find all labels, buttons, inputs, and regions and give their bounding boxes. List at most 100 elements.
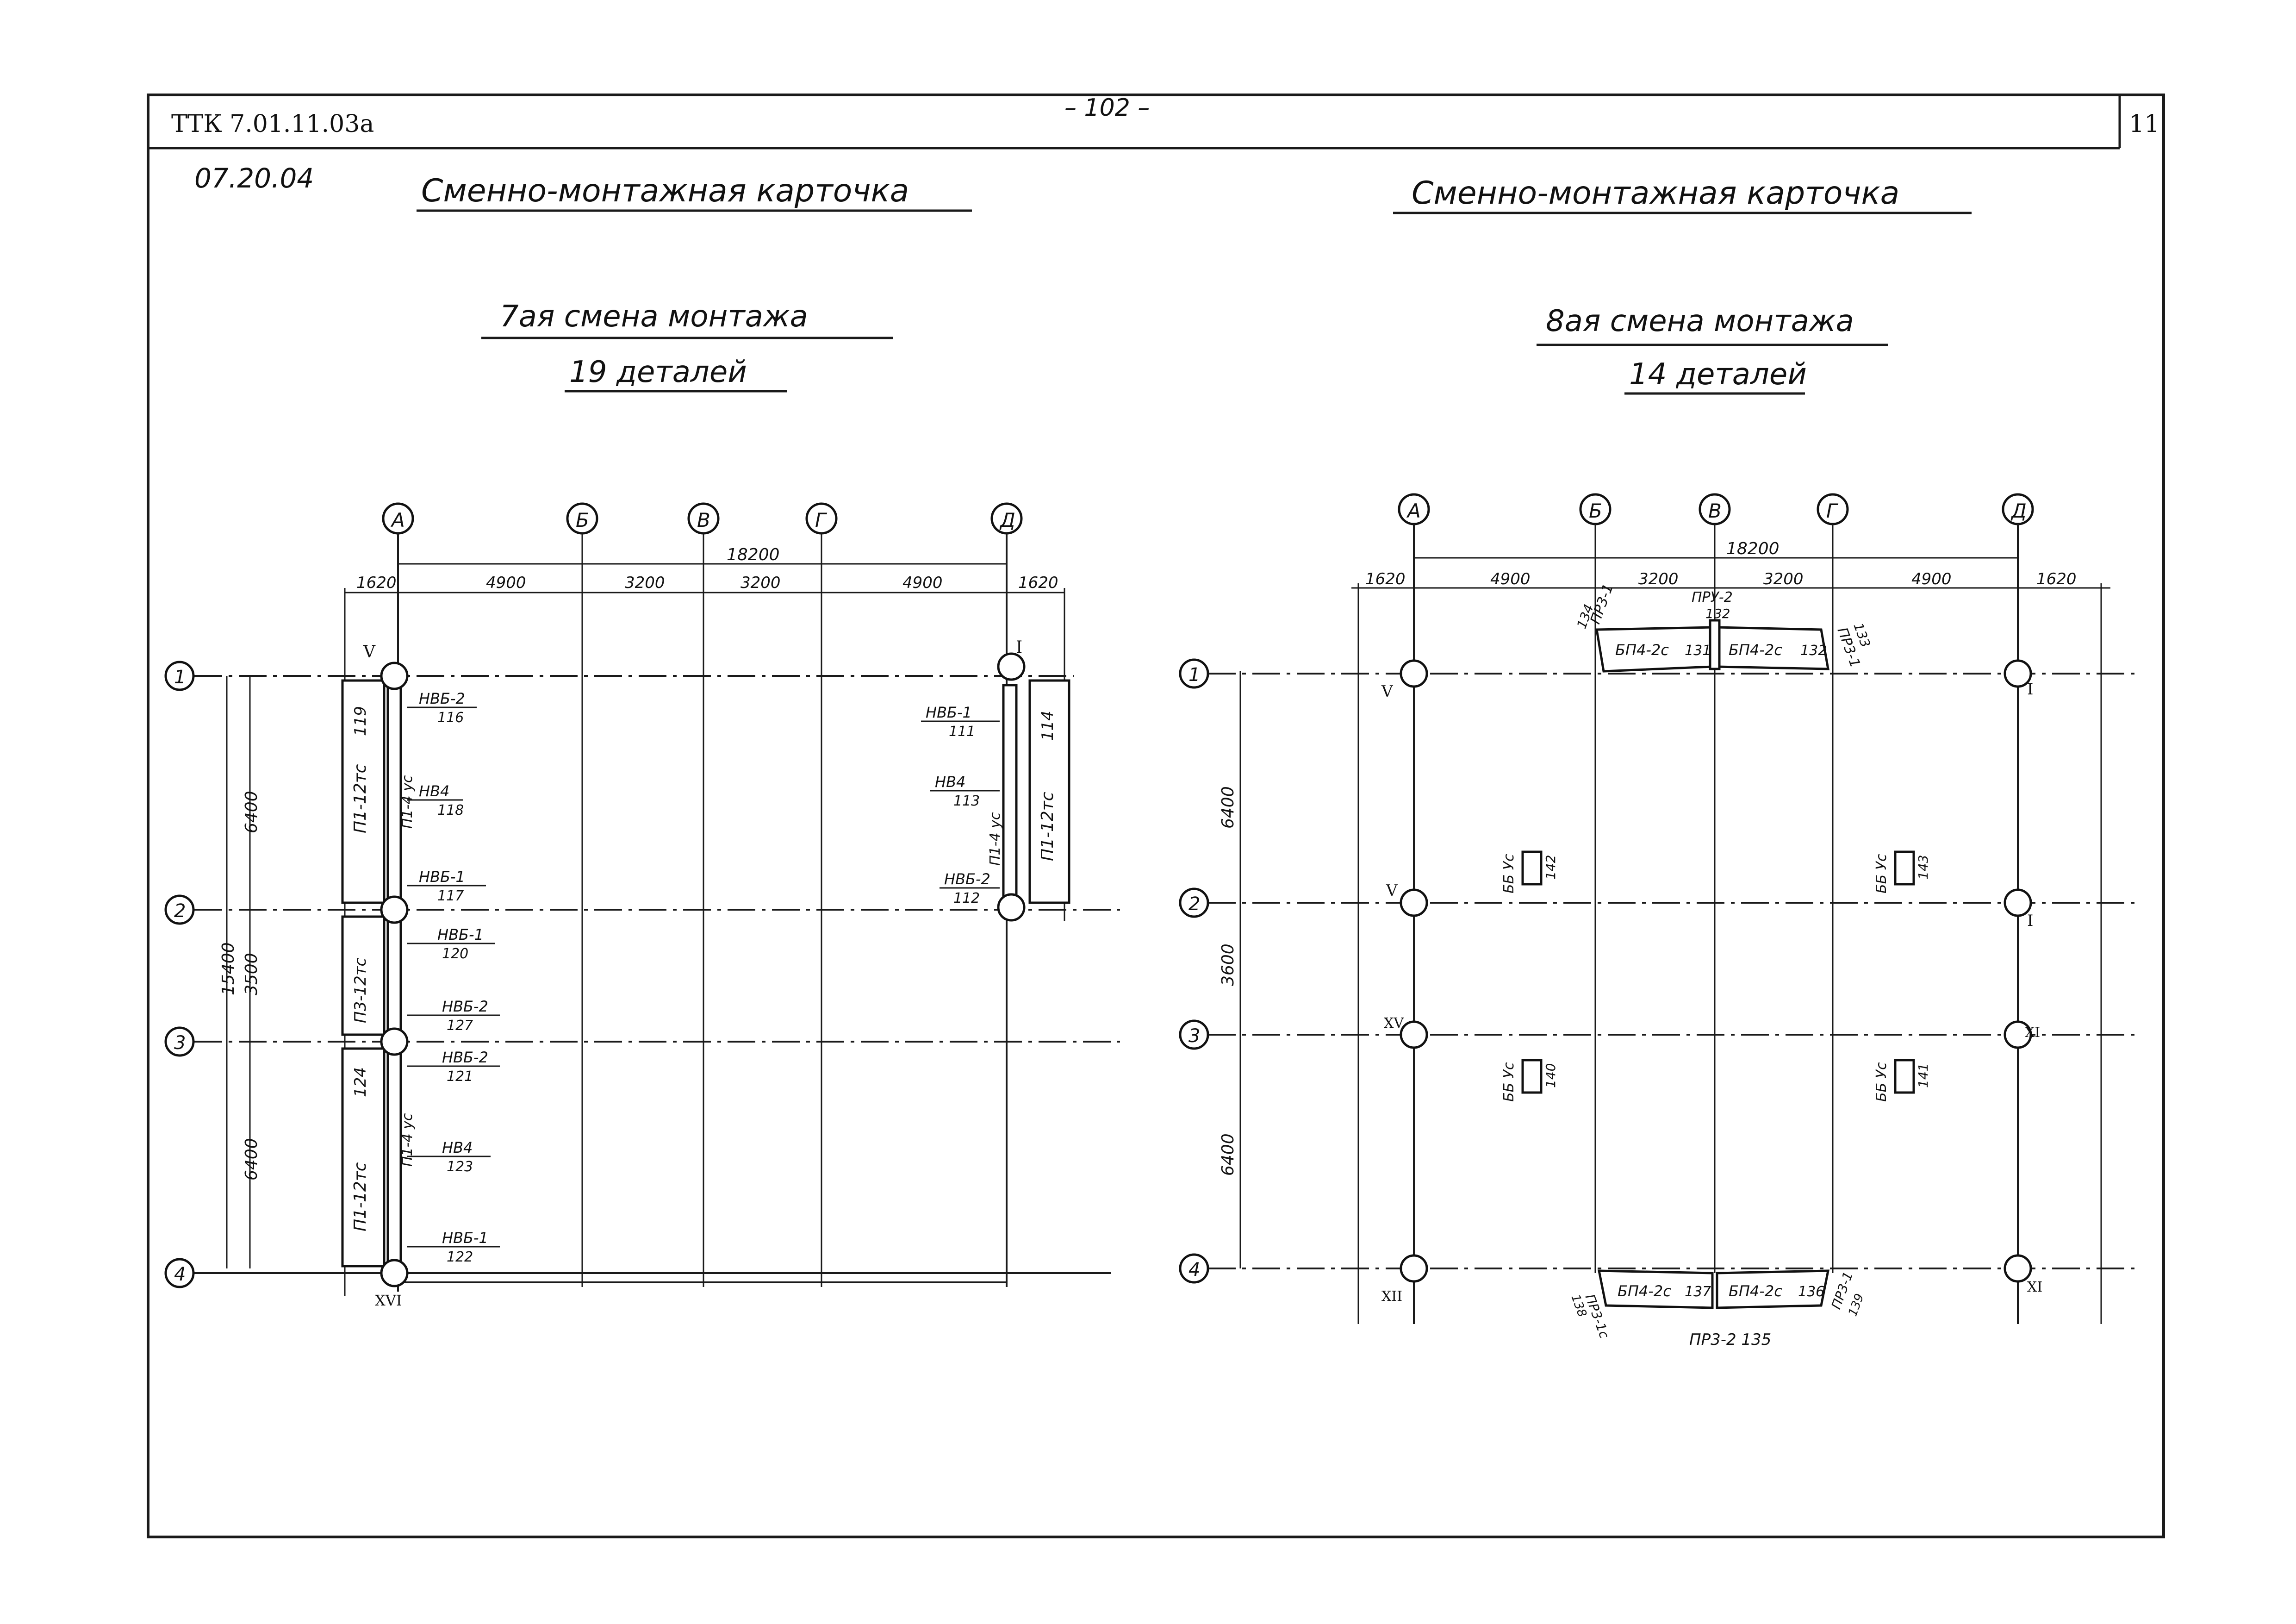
svg-text:3: 3 bbox=[1188, 1025, 1200, 1047]
svg-text:V: V bbox=[1381, 682, 1394, 701]
svg-text:18200: 18200 bbox=[727, 545, 780, 564]
svg-text:БП4-2с: БП4-2с bbox=[1615, 641, 1669, 659]
svg-text:НВБ-2: НВБ-2 bbox=[442, 1049, 488, 1066]
svg-text:П1-4 ус: П1-4 ус bbox=[399, 1113, 416, 1167]
svg-text:2: 2 bbox=[1188, 893, 1200, 915]
svg-text:3: 3 bbox=[174, 1032, 186, 1054]
svg-text:143: 143 bbox=[1916, 855, 1931, 880]
svg-text:6400: 6400 bbox=[242, 791, 261, 833]
svg-text:НВБ-2: НВБ-2 bbox=[419, 690, 465, 707]
left-shift-title: 7ая смена монтажа bbox=[500, 300, 808, 334]
svg-text:137: 137 bbox=[1685, 1284, 1711, 1300]
right-card: Сменно-монтажная карточка 8ая смена монт… bbox=[1179, 175, 2138, 1349]
svg-text:1: 1 bbox=[174, 667, 186, 688]
svg-text:3200: 3200 bbox=[1763, 570, 1804, 588]
svg-text:119: 119 bbox=[351, 706, 370, 736]
svg-text:134: 134 bbox=[1574, 602, 1597, 631]
svg-text:НВБ-1: НВБ-1 bbox=[437, 926, 484, 943]
svg-text:П1-4 ус: П1-4 ус bbox=[399, 775, 416, 829]
svg-text:ББ Ус: ББ Ус bbox=[1873, 854, 1890, 893]
svg-text:I: I bbox=[2027, 680, 2033, 699]
svg-text:П3-12тс: П3-12тс bbox=[351, 957, 370, 1023]
svg-text:П1-12тс: П1-12тс bbox=[351, 1162, 370, 1231]
svg-text:XII: XII bbox=[1381, 1288, 1402, 1305]
svg-text:ПР3-2 135: ПР3-2 135 bbox=[1689, 1330, 1771, 1349]
sheet-code: 07.20.04 bbox=[194, 162, 314, 194]
svg-text:НВ4: НВ4 bbox=[442, 1139, 473, 1156]
right-parts-count: 14 деталей bbox=[1629, 357, 1807, 392]
svg-text:132: 132 bbox=[1705, 606, 1730, 621]
svg-text:V: V bbox=[1386, 881, 1398, 900]
svg-text:139: 139 bbox=[1846, 1292, 1867, 1318]
right-card-title: Сменно-монтажная карточка bbox=[1412, 175, 1899, 212]
svg-text:124: 124 bbox=[351, 1067, 370, 1097]
svg-text:123: 123 bbox=[447, 1159, 473, 1175]
svg-text:НВБ-1: НВБ-1 bbox=[442, 1229, 488, 1247]
right-shift-title: 8ая смена монтажа bbox=[1546, 304, 1854, 338]
page-number: – 102 – bbox=[1064, 94, 1150, 122]
svg-text:ББ Ус: ББ Ус bbox=[1501, 1062, 1517, 1102]
svg-text:3200: 3200 bbox=[1638, 570, 1679, 588]
left-roman-v: V bbox=[363, 643, 376, 662]
left-roman-i: I bbox=[1016, 638, 1022, 657]
svg-text:ББ Ус: ББ Ус bbox=[1501, 854, 1517, 893]
svg-text:1620: 1620 bbox=[2036, 570, 2077, 588]
svg-text:Б: Б bbox=[576, 509, 589, 531]
svg-text:141: 141 bbox=[1916, 1063, 1931, 1088]
svg-text:БП4-2с: БП4-2с bbox=[1729, 641, 1782, 659]
svg-text:ПРУ-2: ПРУ-2 bbox=[1692, 589, 1733, 606]
svg-text:1620: 1620 bbox=[356, 574, 397, 592]
left-wall-panels: П1-12тс 119 П3-12тс П1-12тс 124 114 П1-1… bbox=[341, 679, 1070, 1268]
svg-text:3200: 3200 bbox=[625, 574, 665, 592]
svg-text:116: 116 bbox=[437, 710, 464, 726]
svg-text:140: 140 bbox=[1543, 1063, 1558, 1088]
svg-text:118: 118 bbox=[437, 802, 464, 818]
svg-text:131: 131 bbox=[1685, 643, 1711, 659]
right-top-elements: ПР3-1 134 БП4-2с 131 ПРУ-2 132 БП4-2с 13… bbox=[1574, 582, 1873, 673]
svg-text:Д: Д bbox=[2010, 500, 2027, 522]
svg-text:А: А bbox=[390, 509, 405, 531]
svg-text:НВБ-1: НВБ-1 bbox=[419, 868, 465, 886]
svg-text:136: 136 bbox=[1798, 1284, 1824, 1300]
svg-text:В: В bbox=[1708, 500, 1722, 522]
svg-text:111: 111 bbox=[949, 724, 975, 740]
svg-text:4900: 4900 bbox=[902, 574, 943, 592]
svg-text:4: 4 bbox=[174, 1264, 186, 1285]
svg-text:142: 142 bbox=[1543, 855, 1558, 880]
svg-text:НВ4: НВ4 bbox=[935, 773, 965, 791]
right-axes-numbers: 1 2 3 4 bbox=[1179, 658, 2138, 1284]
right-bottom-elements: ПР3-1с 138 БП4-2с 137 БП4-2с 136 ПР3-1 1… bbox=[1568, 1269, 1867, 1349]
svg-text:3500: 3500 bbox=[242, 953, 261, 995]
right-dimensions: 18200 1620 4900 3200 3200 4900 1620 6400… bbox=[1219, 539, 2110, 1268]
svg-text:3200: 3200 bbox=[740, 574, 781, 592]
svg-text:НВ4: НВ4 bbox=[419, 782, 449, 800]
right-columns bbox=[1400, 659, 2032, 1283]
svg-text:НВБ-2: НВБ-2 bbox=[442, 998, 488, 1015]
left-card: Сменно-монтажная карточка 7ая смена монт… bbox=[164, 173, 1120, 1309]
svg-text:3600: 3600 bbox=[1219, 943, 1238, 986]
left-dimensions: 18200 1620 4900 3200 3200 4900 1620 6400… bbox=[219, 545, 1064, 1268]
svg-text:2: 2 bbox=[174, 900, 186, 922]
left-grid-verticals bbox=[344, 533, 1065, 1296]
svg-text:1: 1 bbox=[1188, 664, 1200, 686]
right-blocks: ББ Ус 142 ББ Ус 143 ББ Ус 140 ББ Ус 141 bbox=[1501, 850, 1931, 1102]
svg-text:121: 121 bbox=[447, 1068, 473, 1085]
left-columns: П1-4 ус П1-4 ус П1-4 ус bbox=[380, 652, 1026, 1287]
svg-text:П1-4 ус: П1-4 ус bbox=[987, 812, 1003, 866]
svg-text:I: I bbox=[2027, 912, 2033, 930]
svg-text:6400: 6400 bbox=[242, 1138, 261, 1181]
svg-text:НВБ-2: НВБ-2 bbox=[944, 870, 990, 888]
svg-text:15400: 15400 bbox=[219, 942, 238, 995]
svg-text:БП4-2с: БП4-2с bbox=[1618, 1282, 1671, 1300]
svg-text:Г: Г bbox=[815, 509, 828, 531]
svg-text:122: 122 bbox=[447, 1249, 473, 1265]
svg-text:Д: Д bbox=[999, 509, 1015, 531]
svg-text:1620: 1620 bbox=[1365, 570, 1406, 588]
left-roman-xvi: XVI bbox=[375, 1292, 402, 1309]
svg-text:120: 120 bbox=[442, 946, 468, 962]
sheet-frame bbox=[147, 94, 2165, 1538]
svg-text:Б: Б bbox=[1589, 500, 1602, 522]
left-card-title: Сменно-монтажная карточка bbox=[421, 173, 909, 209]
